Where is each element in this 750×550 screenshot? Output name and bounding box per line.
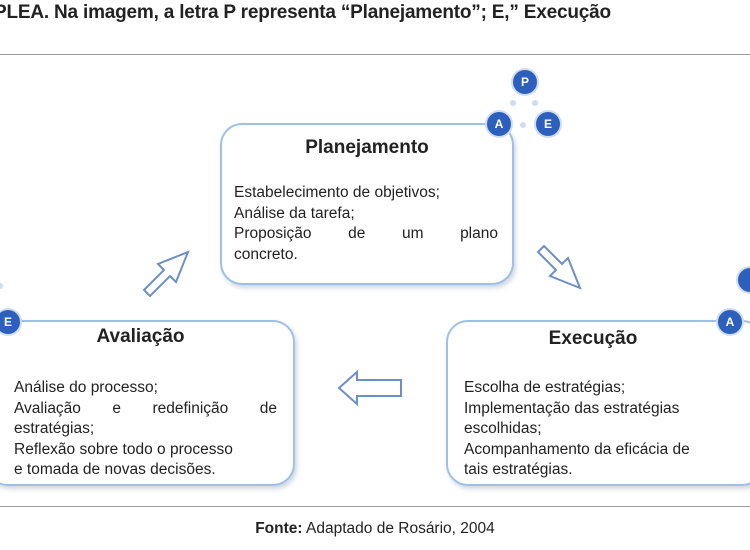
execucao-text: Escolha de estratégias; Implementação da… (464, 378, 730, 481)
execucao-line: Implementação das estratégias (464, 399, 680, 417)
arrow-left-icon (337, 369, 402, 407)
planejamento-line: Proposição de um plano (234, 225, 498, 242)
execucao-line: Escolha de estratégias; (464, 379, 626, 396)
badge-a-right: A (718, 310, 742, 334)
badge-e-left: E (0, 310, 20, 334)
avaliacao-text: Análise do processo; Avaliação e redefin… (14, 378, 277, 481)
avaliacao-box: Avaliação Análise do processo; Avaliação… (0, 320, 295, 486)
arrow-down-right-icon (536, 244, 582, 290)
source-label: Fonte: (255, 520, 303, 537)
avaliacao-line: Avaliação e redefinição de (14, 399, 277, 417)
avaliacao-line: e tomada de novas decisões. (14, 461, 216, 478)
connector-dot (0, 283, 3, 289)
avaliacao-line: estratégias; (14, 420, 95, 437)
header-title: PLEA. Na imagem, a letra P representa “P… (0, 2, 611, 23)
badge-p: P (513, 70, 537, 94)
connector-dot (532, 100, 538, 106)
badge-e: E (536, 112, 560, 136)
execucao-line: escolhidas; (464, 420, 542, 437)
source-text: Adaptado de Rosário, 2004 (306, 520, 495, 537)
execucao-line: Acompanhamento da eficácia de (464, 440, 690, 458)
arrow-up-right-icon (142, 250, 190, 298)
planejamento-title: Planejamento (305, 137, 429, 158)
execucao-box: Execução Escolha de estratégias; Impleme… (446, 320, 750, 486)
avaliacao-line: Reflexão sobre todo o processo (14, 440, 233, 458)
connector-dot (510, 100, 516, 106)
source-caption: Fonte: Adaptado de Rosário, 2004 (0, 520, 750, 538)
execucao-title: Execução (548, 328, 638, 349)
top-divider (0, 54, 750, 55)
planejamento-line: Análise da tarefa; (234, 204, 355, 222)
avaliacao-line: Análise do processo; (14, 379, 158, 396)
badge-a: A (487, 112, 511, 136)
bottom-divider (0, 506, 750, 507)
execucao-line: tais estratégias. (464, 461, 573, 478)
planejamento-line: Estabelecimento de objetivos; (234, 184, 440, 201)
connector-dot (520, 122, 526, 128)
planejamento-box: Planejamento Estabelecimento de objetivo… (220, 123, 514, 285)
planejamento-text: Estabelecimento de objetivos; Análise da… (234, 183, 498, 265)
planejamento-line: concreto. (234, 245, 298, 263)
badge-partial-right (738, 268, 750, 292)
avaliacao-title: Avaliação (96, 326, 185, 347)
